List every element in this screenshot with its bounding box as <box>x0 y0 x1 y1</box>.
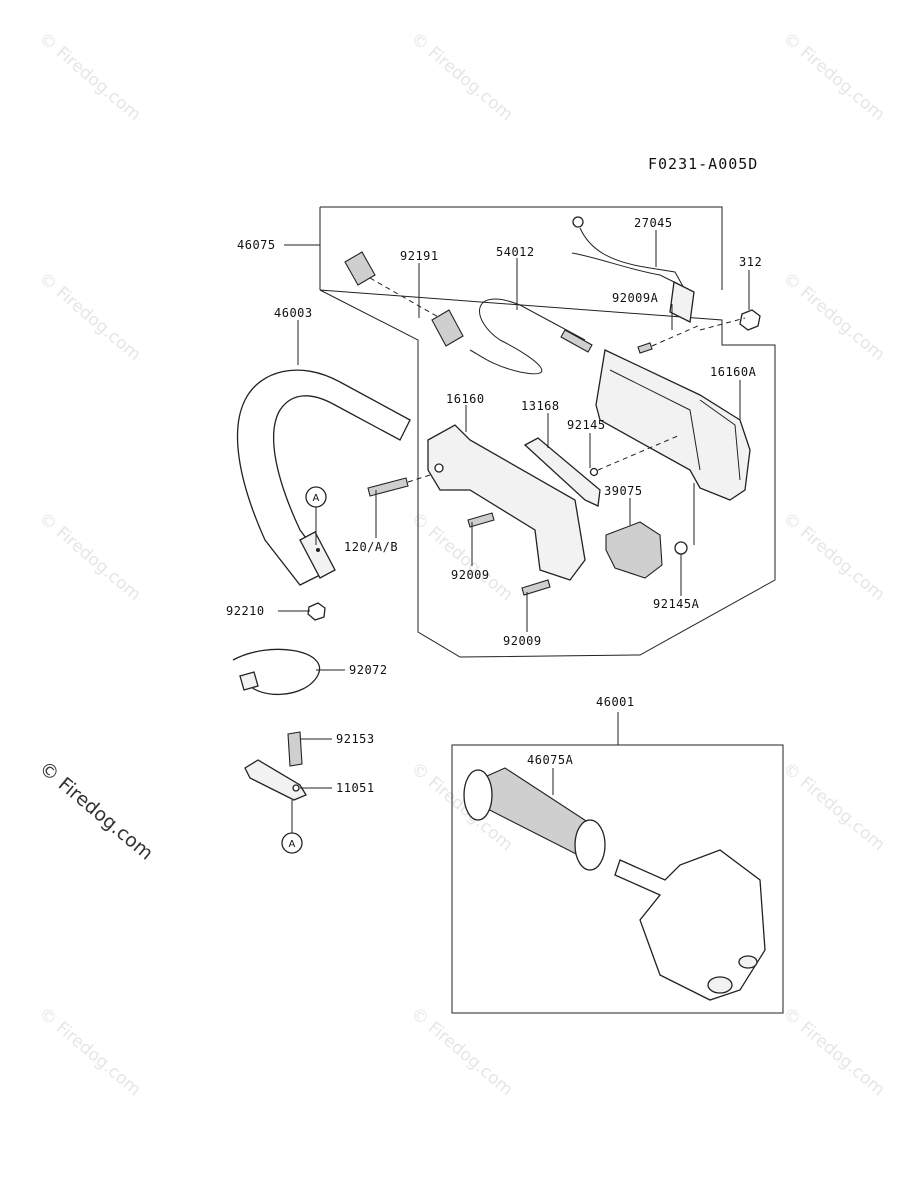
part-312-nut <box>739 309 761 331</box>
svg-text:A: A <box>289 839 296 850</box>
label-92009A: 92009A <box>612 291 659 305</box>
label-54012: 54012 <box>496 245 535 259</box>
watermark: © Firedog.com <box>35 1004 145 1101</box>
part-92145A <box>674 541 688 555</box>
part-92009A-screw <box>637 342 653 354</box>
watermark: © Firedog.com <box>779 509 889 606</box>
label-92009-a: 92009 <box>451 568 490 582</box>
svg-text:A: A <box>313 493 320 504</box>
part-13168 <box>523 437 601 507</box>
label-92210: 92210 <box>226 604 265 618</box>
part-92009-screw-a <box>467 512 495 528</box>
diagram-code: F0231-A005D <box>648 155 758 173</box>
part-46001-body <box>614 849 766 1001</box>
watermark: © Firedog.com <box>35 29 145 126</box>
part-92072 <box>232 648 321 696</box>
label-27045: 27045 <box>634 216 673 230</box>
part-16160A <box>595 349 751 501</box>
part-39075 <box>605 521 663 579</box>
label-120AB: 120/A/B <box>344 540 398 554</box>
label-11051: 11051 <box>336 781 375 795</box>
watermark: © Firedog.com <box>407 1004 517 1101</box>
part-120AB-bolt <box>367 477 409 497</box>
label-92145A: 92145A <box>653 597 700 611</box>
label-16160: 16160 <box>446 392 485 406</box>
reference-marker-a-bottom: A <box>281 800 303 854</box>
watermark: © Firedog.com <box>407 29 517 126</box>
label-92145: 92145 <box>567 418 606 432</box>
part-11051 <box>244 759 307 801</box>
part-16160 <box>427 424 586 581</box>
label-39075: 39075 <box>604 484 643 498</box>
watermark: © Firedog.com <box>779 269 889 366</box>
watermark: © Firedog.com <box>407 509 517 606</box>
part-92210-nut <box>307 602 326 621</box>
label-46001: 46001 <box>596 695 635 709</box>
label-92009-b: 92009 <box>503 634 542 648</box>
assembly-outline-46075 <box>319 206 776 658</box>
part-54012-cable <box>469 298 586 375</box>
watermark: © Firedog.com <box>779 1004 889 1101</box>
part-labels: 46075 92191 54012 27045 312 92009A 46003… <box>226 216 762 795</box>
label-92153: 92153 <box>336 732 375 746</box>
label-16160A: 16160A <box>710 365 757 379</box>
label-312: 312 <box>739 255 762 269</box>
part-92145 <box>589 467 599 477</box>
reference-marker-a-top: A <box>305 486 327 545</box>
label-92191: 92191 <box>400 249 439 263</box>
label-92072: 92072 <box>349 663 388 677</box>
part-92153 <box>287 731 303 767</box>
leader-lines <box>278 230 750 795</box>
watermark: © Firedog.com <box>779 759 889 856</box>
watermark: © Firedog.com <box>35 509 145 606</box>
watermark-main: © Firedog.com <box>35 757 157 865</box>
watermark: © Firedog.com <box>779 29 889 126</box>
watermark: © Firedog.com <box>35 269 145 366</box>
label-46003: 46003 <box>274 306 313 320</box>
part-92191 <box>344 251 464 347</box>
part-54012-end <box>560 329 593 353</box>
label-46075: 46075 <box>237 238 276 252</box>
part-27045 <box>571 216 695 323</box>
part-46003 <box>236 369 411 586</box>
label-46075A: 46075A <box>527 753 574 767</box>
part-92009-screw-b <box>521 579 551 596</box>
label-13168: 13168 <box>521 399 560 413</box>
part-46075A <box>463 767 606 871</box>
